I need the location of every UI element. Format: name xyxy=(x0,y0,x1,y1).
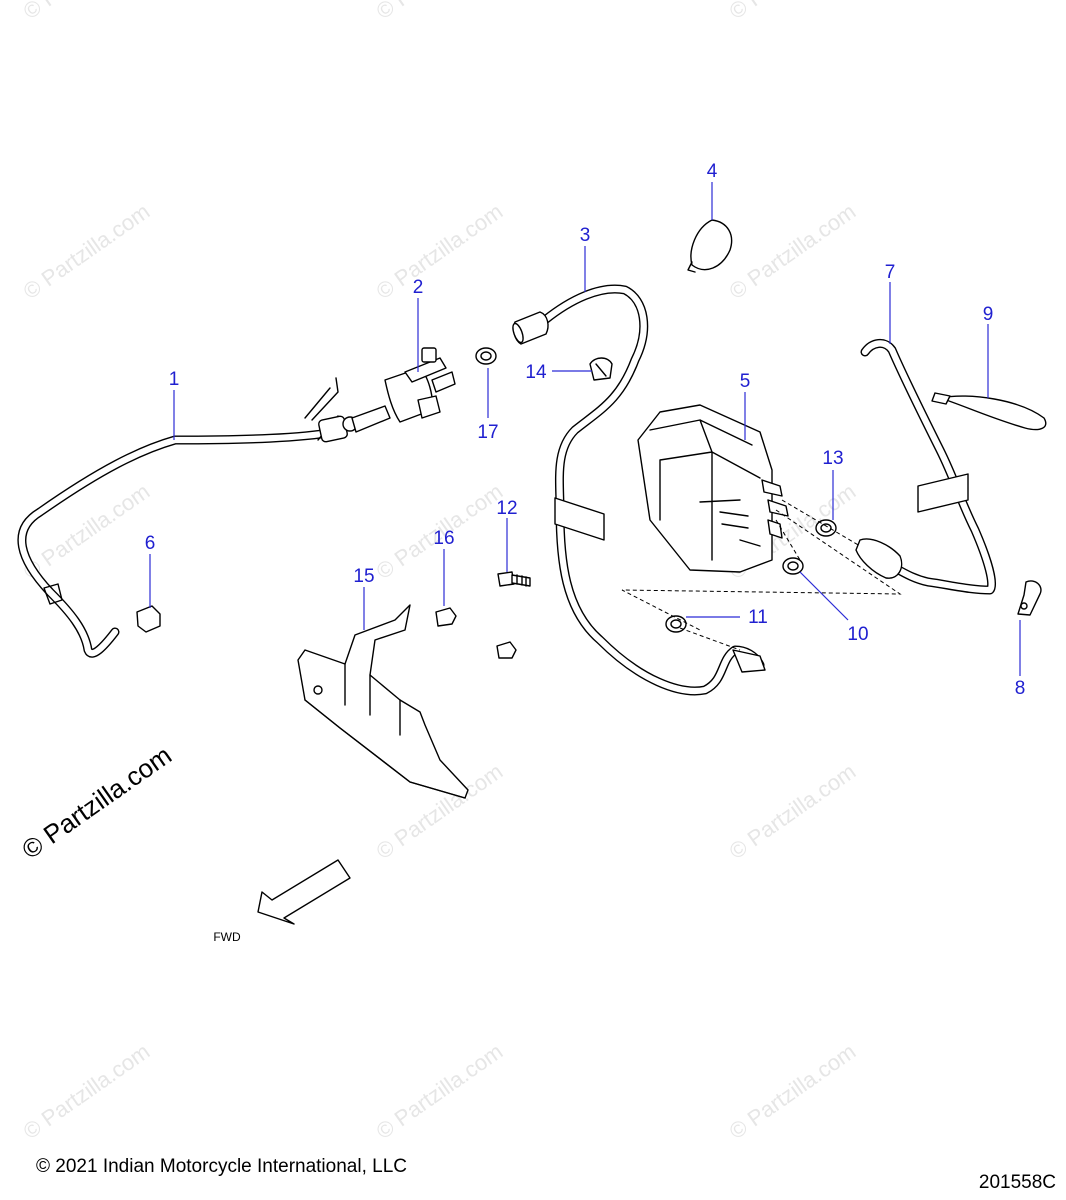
part-7-hose xyxy=(855,339,997,595)
callout-4: 4 xyxy=(707,161,718,182)
part-5-evap-canister xyxy=(637,404,789,573)
drawing-number: 201558C xyxy=(978,1172,1056,1193)
forward-direction-indicator: FWD xyxy=(213,859,351,944)
callout-9: 9 xyxy=(983,304,994,325)
part-14-push-clip xyxy=(589,357,613,381)
callout-16: 16 xyxy=(433,528,454,549)
part-2-purge-valve xyxy=(342,347,456,433)
watermark: © Partzilla.com xyxy=(19,479,155,585)
watermark: © Partzilla.com xyxy=(725,0,861,24)
copyright-notice: © 2021 Indian Motorcycle International, … xyxy=(36,1156,407,1177)
callout-13: 13 xyxy=(822,448,843,469)
part-6-fitting xyxy=(136,605,161,633)
part-10-clamp xyxy=(782,557,804,575)
watermark-large: © Partzilla.com xyxy=(16,740,177,865)
callout-3: 3 xyxy=(580,225,591,246)
part-3-canister-hose xyxy=(512,284,766,696)
forward-arrow-icon xyxy=(257,859,351,925)
watermark: © Partzilla.com xyxy=(725,759,861,865)
callout-14: 14 xyxy=(525,362,547,383)
callout-2: 2 xyxy=(413,277,424,298)
part-1-vent-hose xyxy=(17,377,348,658)
part-15-bracket xyxy=(297,604,469,799)
watermark: © Partzilla.com xyxy=(725,199,861,305)
assembly-lines xyxy=(621,499,902,651)
callout-6: 6 xyxy=(145,533,156,554)
screw xyxy=(496,641,517,659)
part-17-clamp xyxy=(475,347,497,365)
callout-labels: 1 2 3 4 5 6 7 8 9 10 11 12 13 14 15 16 1… xyxy=(145,161,1026,699)
watermark: © Partzilla.com xyxy=(372,0,508,24)
leader-lines xyxy=(149,182,1021,676)
callout-17: 17 xyxy=(477,422,498,443)
callout-15: 15 xyxy=(353,566,374,587)
part-12-bolt xyxy=(497,571,531,587)
part-9-cable-tie xyxy=(931,392,1047,431)
watermark: © Partzilla.com xyxy=(372,1039,508,1145)
watermark: © Partzilla.com xyxy=(19,1039,155,1145)
callout-12: 12 xyxy=(496,498,517,519)
fwd-label: FWD xyxy=(213,930,241,944)
watermark: © Partzilla.com xyxy=(725,1039,861,1145)
part-4-hose-clip xyxy=(687,219,733,273)
callout-10: 10 xyxy=(847,624,868,645)
callout-1: 1 xyxy=(169,369,180,390)
part-8-clamp xyxy=(1017,580,1042,616)
callout-7: 7 xyxy=(885,262,896,283)
watermark: © Partzilla.com xyxy=(19,0,155,24)
callout-5: 5 xyxy=(740,371,751,392)
callout-11: 11 xyxy=(748,607,768,628)
watermark: © Partzilla.com xyxy=(372,199,508,305)
watermark: © Partzilla.com xyxy=(19,199,155,305)
part-13-clamp xyxy=(815,519,837,537)
callout-8: 8 xyxy=(1015,678,1026,699)
part-16-screw xyxy=(435,607,457,627)
